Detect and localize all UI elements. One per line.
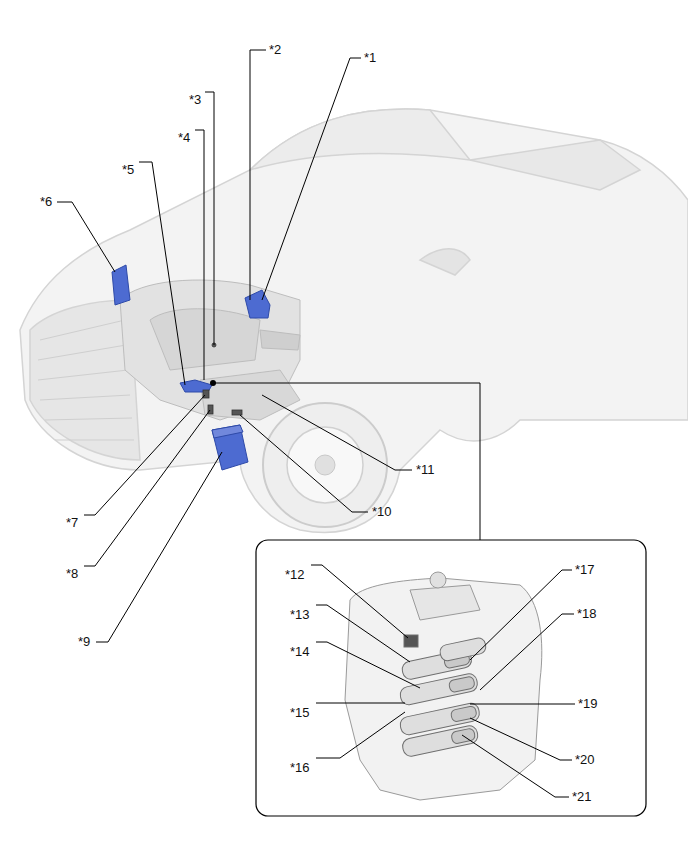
callout-number: *20 [575, 753, 595, 767]
shift-solenoid-valves [399, 635, 487, 758]
callout-number: *14 [290, 645, 310, 659]
callout-number: *21 [572, 790, 592, 804]
small-sensors [203, 343, 242, 415]
grille-lines [38, 320, 134, 440]
callout-number: *2 [269, 43, 281, 57]
highlighted-components [112, 265, 270, 470]
callout-number: *9 [78, 635, 90, 649]
callout-number: *18 [577, 607, 597, 621]
inset-leader-lines [311, 565, 575, 797]
callout-number: *12 [285, 568, 305, 582]
vehicle-body [20, 109, 688, 532]
callout-number: *15 [290, 706, 310, 720]
inset-frame [256, 540, 646, 816]
inset-anchor-dot [210, 380, 216, 386]
callout-number: *16 [290, 761, 310, 775]
callout-number: *1 [364, 51, 376, 65]
engine-assembly [120, 280, 300, 420]
callout-number: *11 [416, 463, 435, 477]
callout-number: *17 [575, 563, 595, 577]
callout-number: *3 [189, 93, 201, 107]
transaxle-body [345, 572, 542, 800]
callout-number: *6 [40, 195, 52, 209]
callout-number: *5 [122, 163, 134, 177]
callout-number: *7 [66, 516, 78, 530]
callout-number: *19 [578, 697, 598, 711]
callout-number: *10 [372, 505, 392, 519]
callout-number: *4 [178, 131, 190, 145]
callout-number: *13 [290, 608, 310, 622]
callout-number: *8 [66, 567, 78, 581]
front-wheel [263, 403, 387, 527]
